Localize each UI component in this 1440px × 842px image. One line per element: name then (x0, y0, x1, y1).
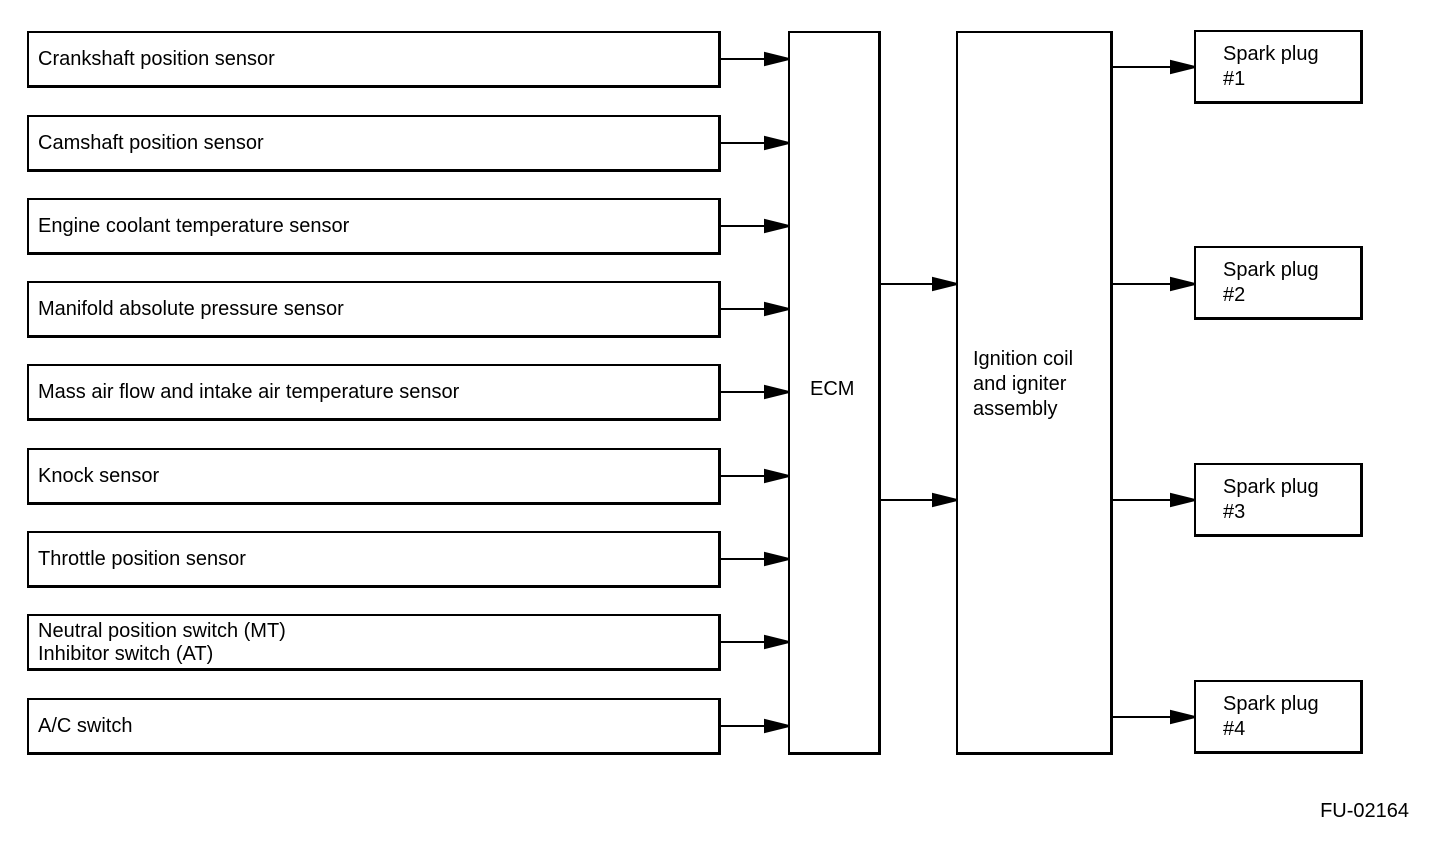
ac-switch-label: A/C switch (38, 714, 133, 737)
arrowhead-coolant-to-ecm (764, 218, 790, 234)
spark-plug-2-label-line-2: #2 (1223, 284, 1246, 306)
arrowhead-neutral-inhibitor-to-ecm (764, 634, 790, 650)
arrowhead-ecm-to-igniter-upper (932, 276, 958, 292)
throttle-position-sensor-box: Throttle position sensor (27, 531, 721, 588)
spark-plug-1-label: Spark plug #1 (1223, 42, 1319, 92)
ignition-coil-igniter-box: Ignition coil and igniter assembly (956, 31, 1113, 755)
spark-plug-4-label-line-1: Spark plug (1223, 693, 1319, 715)
throttle-position-sensor-label: Throttle position sensor (38, 547, 246, 570)
spark-plug-1-label-line-2: #1 (1223, 68, 1246, 90)
knock-sensor-label: Knock sensor (38, 464, 160, 487)
ecm-label: ECM (810, 378, 855, 400)
spark-plug-2-label: Spark plug #2 (1223, 258, 1319, 308)
arrowhead-igniter-to-plug-3 (1170, 492, 1196, 508)
arrowhead-ac-to-ecm (764, 718, 790, 734)
arrowhead-throttle-to-ecm (764, 551, 790, 567)
ignition-coil-igniter-label: Ignition coil and igniter assembly (973, 347, 1073, 422)
neutral-inhibitor-switch-box: Neutral position switch (MT) Inhibitor s… (27, 614, 721, 671)
spark-plug-2-box: Spark plug #2 (1194, 246, 1363, 320)
arrowhead-ecm-to-igniter-lower (932, 492, 958, 508)
neutral-position-switch-label: Neutral position switch (MT) (38, 620, 286, 642)
spark-plug-1-label-line-1: Spark plug (1223, 43, 1319, 65)
camshaft-position-sensor-label: Camshaft position sensor (38, 131, 264, 154)
spark-plug-3-box: Spark plug #3 (1194, 463, 1363, 537)
spark-plug-4-box: Spark plug #4 (1194, 680, 1363, 754)
arrowhead-camshaft-to-ecm (764, 135, 790, 151)
arrowhead-igniter-to-plug-4 (1170, 709, 1196, 725)
ac-switch-box: A/C switch (27, 698, 721, 755)
engine-coolant-temperature-sensor-box: Engine coolant temperature sensor (27, 198, 721, 255)
spark-plug-4-label-line-2: #4 (1223, 718, 1246, 740)
ignition-coil-igniter-label-line-2: and igniter (973, 373, 1067, 395)
spark-plug-3-label-line-2: #3 (1223, 501, 1246, 523)
spark-plug-3-label-line-1: Spark plug (1223, 476, 1319, 498)
spark-plug-1-box: Spark plug #1 (1194, 30, 1363, 104)
figure-code: FU-02164 (1320, 800, 1409, 822)
manifold-absolute-pressure-sensor-box: Manifold absolute pressure sensor (27, 281, 721, 338)
knock-sensor-box: Knock sensor (27, 448, 721, 505)
mass-air-flow-sensor-label: Mass air flow and intake air temperature… (38, 380, 460, 403)
inhibitor-switch-label: Inhibitor switch (AT) (38, 643, 214, 665)
mass-air-flow-sensor-box: Mass air flow and intake air temperature… (27, 364, 721, 421)
engine-coolant-temperature-sensor-label: Engine coolant temperature sensor (38, 214, 350, 237)
ignition-coil-igniter-label-line-1: Ignition coil (973, 348, 1074, 370)
spark-plug-2-label-line-1: Spark plug (1223, 259, 1319, 281)
arrowhead-igniter-to-plug-2 (1170, 276, 1196, 292)
arrowhead-maf-to-ecm (764, 384, 790, 400)
arrowhead-igniter-to-plug-1 (1170, 59, 1196, 75)
spark-plug-4-label: Spark plug #4 (1223, 692, 1319, 742)
ignition-coil-igniter-label-line-3: assembly (973, 398, 1058, 420)
arrowhead-crankshaft-to-ecm (764, 51, 790, 67)
camshaft-position-sensor-box: Camshaft position sensor (27, 115, 721, 172)
arrowhead-map-to-ecm (764, 301, 790, 317)
spark-plug-3-label: Spark plug #3 (1223, 475, 1319, 525)
arrowhead-knock-to-ecm (764, 468, 790, 484)
crankshaft-position-sensor-label: Crankshaft position sensor (38, 47, 275, 70)
crankshaft-position-sensor-box: Crankshaft position sensor (27, 31, 721, 88)
manifold-absolute-pressure-sensor-label: Manifold absolute pressure sensor (38, 297, 344, 320)
